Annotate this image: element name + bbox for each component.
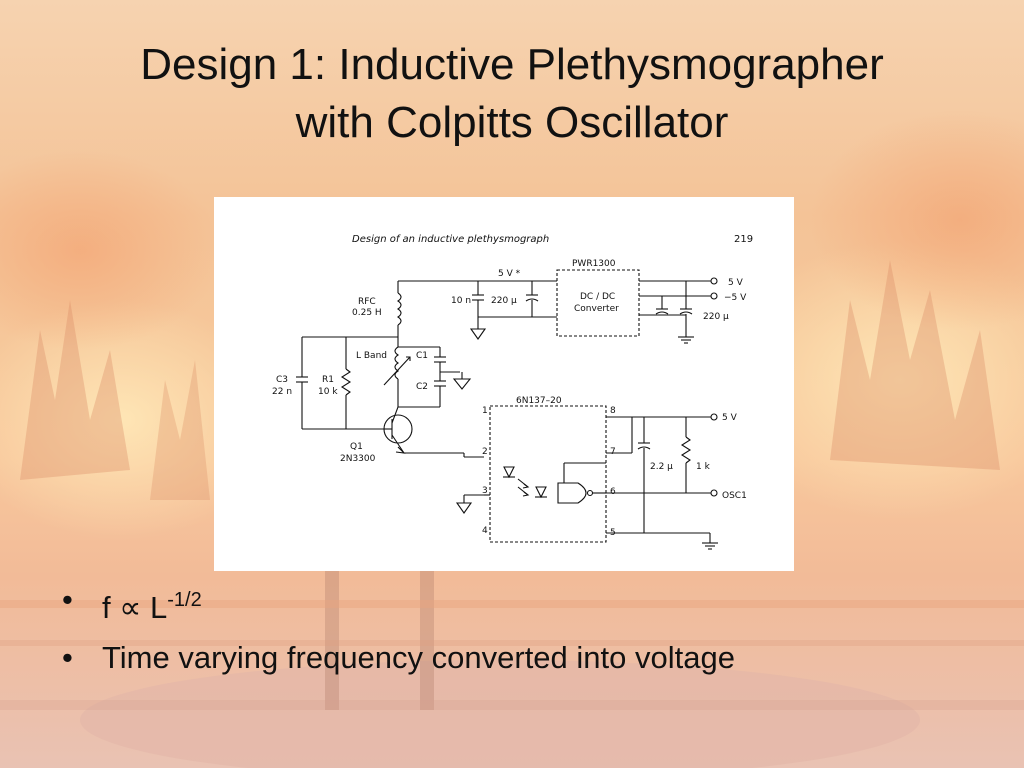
figure-caption: Design of an inductive plethysmograph <box>352 234 549 245</box>
bullet-1-superscript: -1/2 <box>167 589 202 611</box>
label-pin-6: 6 <box>610 487 616 497</box>
schematic-wiring <box>296 269 718 550</box>
label-q1-name: Q1 <box>350 442 363 452</box>
label-pin-3: 3 <box>482 486 488 496</box>
bullet-2-text: Time varying frequency converted into vo… <box>102 640 735 675</box>
label-out-neg5v: −5 V <box>724 293 747 303</box>
label-5v-star: 5 V * <box>498 269 521 279</box>
label-pin-1: 1 <box>482 406 488 416</box>
slide-title: Design 1: Inductive Plethysmographer wit… <box>40 36 984 152</box>
label-dcdc-1: DC / DC <box>580 292 615 302</box>
label-pin-8: 8 <box>610 406 616 416</box>
label-pin-2: 2 <box>482 447 488 457</box>
label-opto-part: 6N137–20 <box>516 396 562 406</box>
label-c2: C2 <box>416 382 428 392</box>
label-cap-220u-in: 220 µ <box>491 296 517 306</box>
label-c1: C1 <box>416 351 428 361</box>
label-out-5v: 5 V <box>728 278 744 288</box>
figure-page-number: 219 <box>734 234 753 245</box>
label-res-1k: 1 k <box>696 462 711 472</box>
label-lband: L Band <box>356 351 387 361</box>
label-rfc-value: 0.25 H <box>352 308 382 318</box>
label-osc1: OSC1 <box>722 491 747 501</box>
label-cap-220u-out: 220 µ <box>703 312 729 322</box>
label-c3-value: 22 n <box>272 387 292 397</box>
label-r1-name: R1 <box>322 375 334 385</box>
schematic-labels: Design of an inductive plethysmograph 21… <box>272 234 753 538</box>
label-pin-7: 7 <box>610 447 616 457</box>
schematic-figure: Design of an inductive plethysmograph 21… <box>214 197 794 571</box>
title-line-2: with Colpitts Oscillator <box>295 98 729 147</box>
label-pwr1300: PWR1300 <box>572 259 616 269</box>
label-right-5v: 5 V <box>722 413 738 423</box>
bullet-icon: • <box>62 640 73 675</box>
label-cap-10n: 10 n <box>451 296 471 306</box>
label-dcdc-2: Converter <box>574 304 619 314</box>
bullet-item-2: • Time varying frequency converted into … <box>58 633 958 683</box>
label-c3-name: C3 <box>276 375 288 385</box>
title-line-1: Design 1: Inductive Plethysmographer <box>140 40 884 89</box>
label-cap-2u2: 2.2 µ <box>650 462 673 472</box>
bullet-icon: • <box>62 582 73 617</box>
label-rfc-name: RFC <box>358 297 376 307</box>
label-r1-value: 10 k <box>318 387 338 397</box>
bullet-list: • f ∝ L-1/2 • Time varying frequency con… <box>58 575 958 683</box>
bullet-1-text: f ∝ L <box>102 590 168 625</box>
bullet-item-1: • f ∝ L-1/2 <box>58 575 958 633</box>
label-q1-part: 2N3300 <box>340 454 376 464</box>
label-pin-4: 4 <box>482 526 488 536</box>
